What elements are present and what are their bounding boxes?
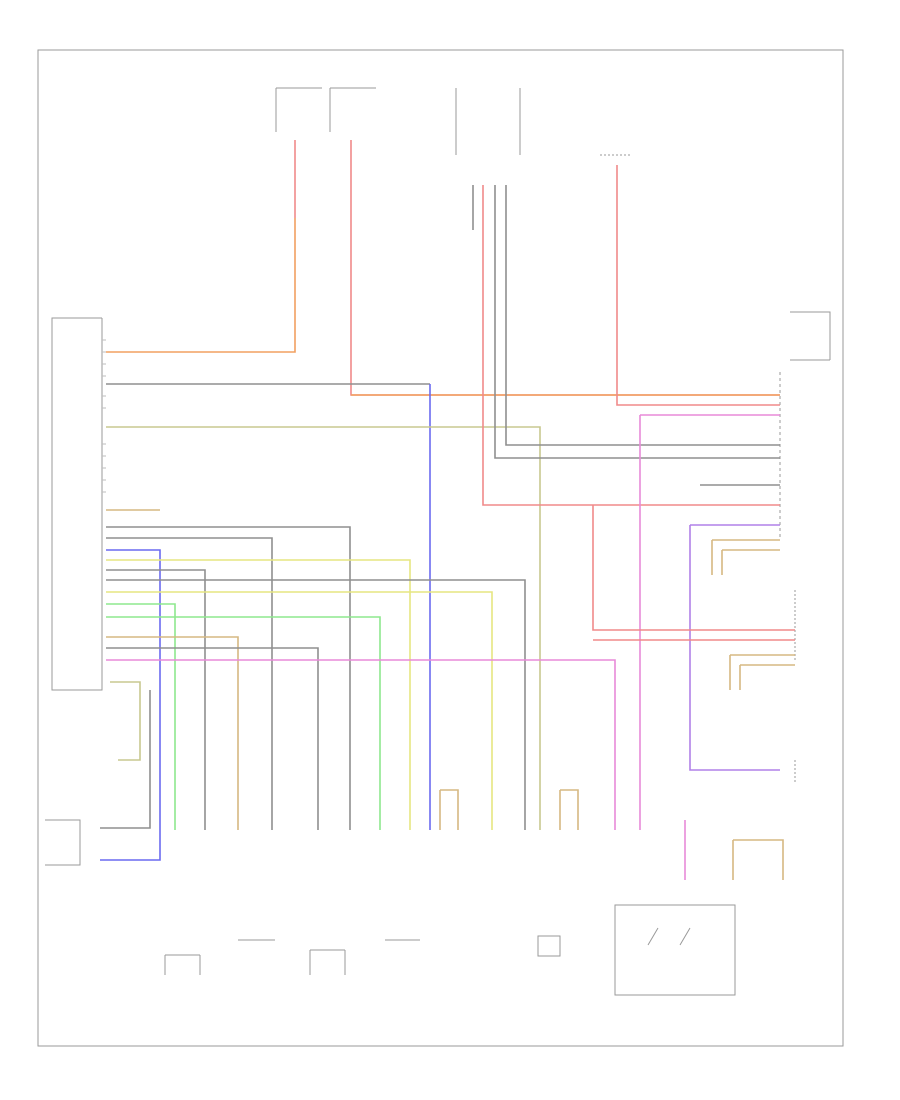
wire-gray-3 [494,185,780,459]
left-sensor-block [45,819,81,866]
wire-tan-5 [106,636,239,830]
wire-green-1 [106,603,176,830]
diagram-frame [37,49,844,1047]
top-fuse-box-2 [329,87,376,132]
sensor-1 [164,954,201,975]
sensor-3 [309,949,346,975]
wire-yellow-2 [106,591,493,830]
wire-gray-11 [100,690,151,829]
wire-pink-2 [106,659,616,830]
wire-red-3 [482,185,593,506]
wire-gray-9 [106,579,526,830]
wire-gray-10 [106,647,319,830]
wire-red-5 [616,165,780,406]
wire-pink-1 [639,414,780,830]
wire-gray-6 [106,526,351,830]
sensor-5-box [537,935,561,957]
wire-tan-3 [729,654,795,690]
wire-red-2 [350,140,780,396]
wire-green-2 [106,616,381,830]
wire-tan-7 [559,789,579,830]
wire-purple-1 [689,524,780,771]
top-junction-box [455,88,521,155]
control-module-pin-ticks [102,339,106,493]
wire-yellow-1 [106,559,411,830]
right-connector-strip [779,311,831,540]
wire-olive-2 [110,681,141,761]
top-fuse-box-1 [275,87,322,132]
wire-olive-1 [106,426,541,830]
wire-gray-7 [106,537,273,830]
wire-blue-2 [100,549,161,861]
wire-orange-1 [106,218,296,353]
wire-gray-8 [106,569,206,830]
wire-tan-1 [711,539,780,575]
wire-tan-8 [732,839,784,880]
wire-gray-4 [505,185,780,446]
wire-red-6 [592,505,795,641]
wire-tan-2 [721,549,780,575]
switch-assembly [614,904,736,996]
wire-tan-6 [439,789,459,830]
control-module-left [51,317,106,691]
